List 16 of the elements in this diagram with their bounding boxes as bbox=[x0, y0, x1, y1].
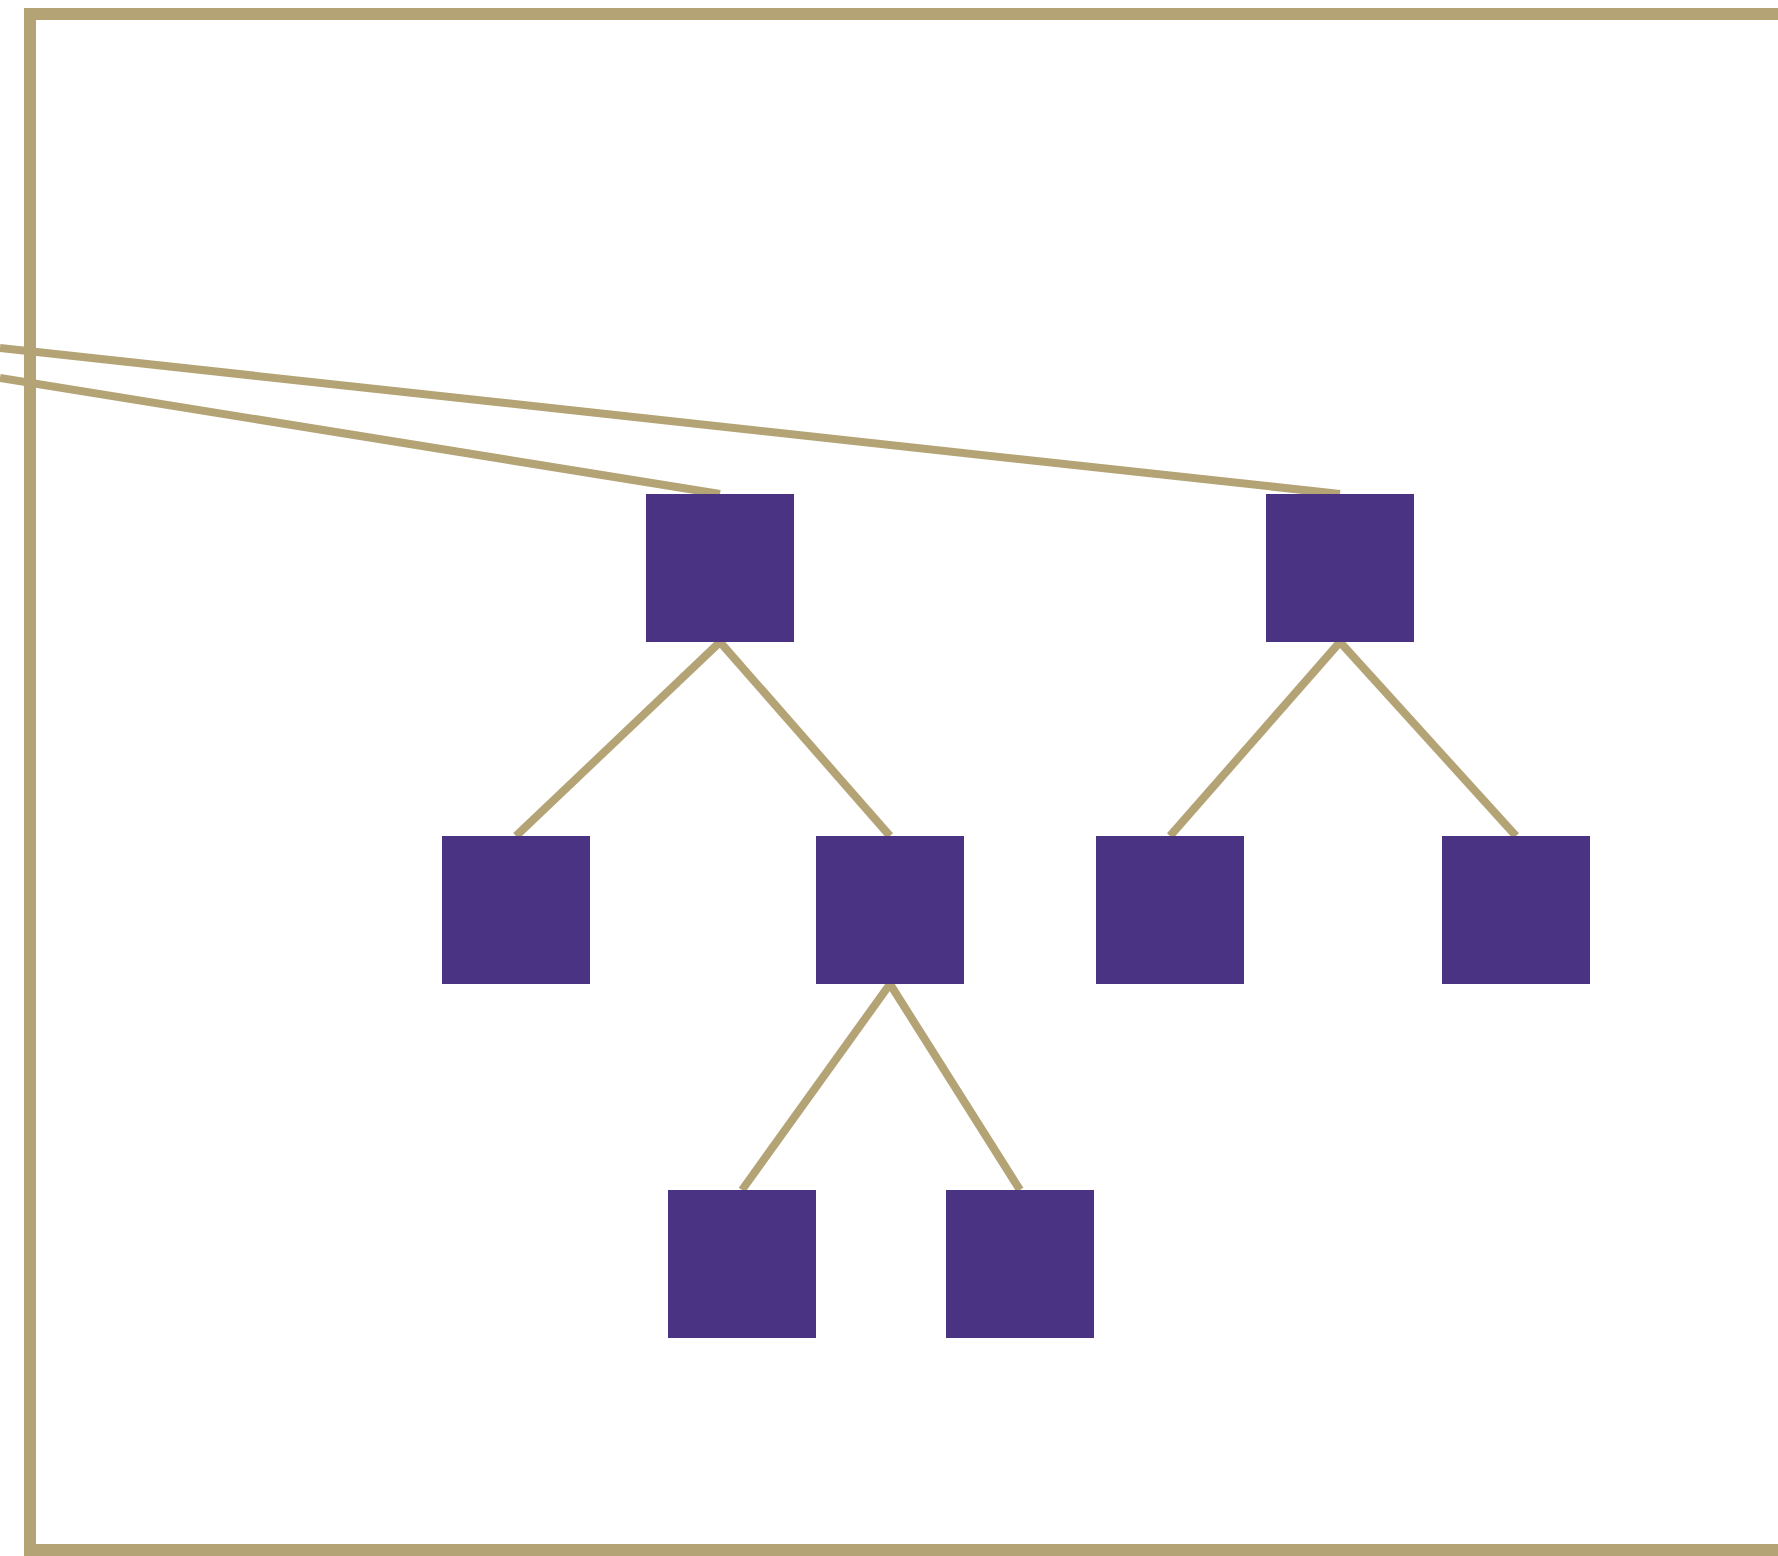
connector-line bbox=[886, 981, 1024, 1193]
square-box bbox=[668, 1190, 816, 1338]
square-box bbox=[946, 1190, 1094, 1338]
connector-line bbox=[738, 981, 894, 1193]
connector-line bbox=[1167, 639, 1343, 839]
connector-line bbox=[1337, 639, 1519, 839]
connector-line bbox=[0, 374, 721, 498]
square-box bbox=[442, 836, 590, 984]
connector-line bbox=[717, 639, 893, 839]
connector-line bbox=[513, 639, 723, 839]
square-box bbox=[1442, 836, 1590, 984]
connector-line bbox=[0, 344, 1341, 498]
square-box bbox=[646, 494, 794, 642]
square-box bbox=[816, 836, 964, 984]
square-box bbox=[1096, 836, 1244, 984]
square-box bbox=[1266, 494, 1414, 642]
